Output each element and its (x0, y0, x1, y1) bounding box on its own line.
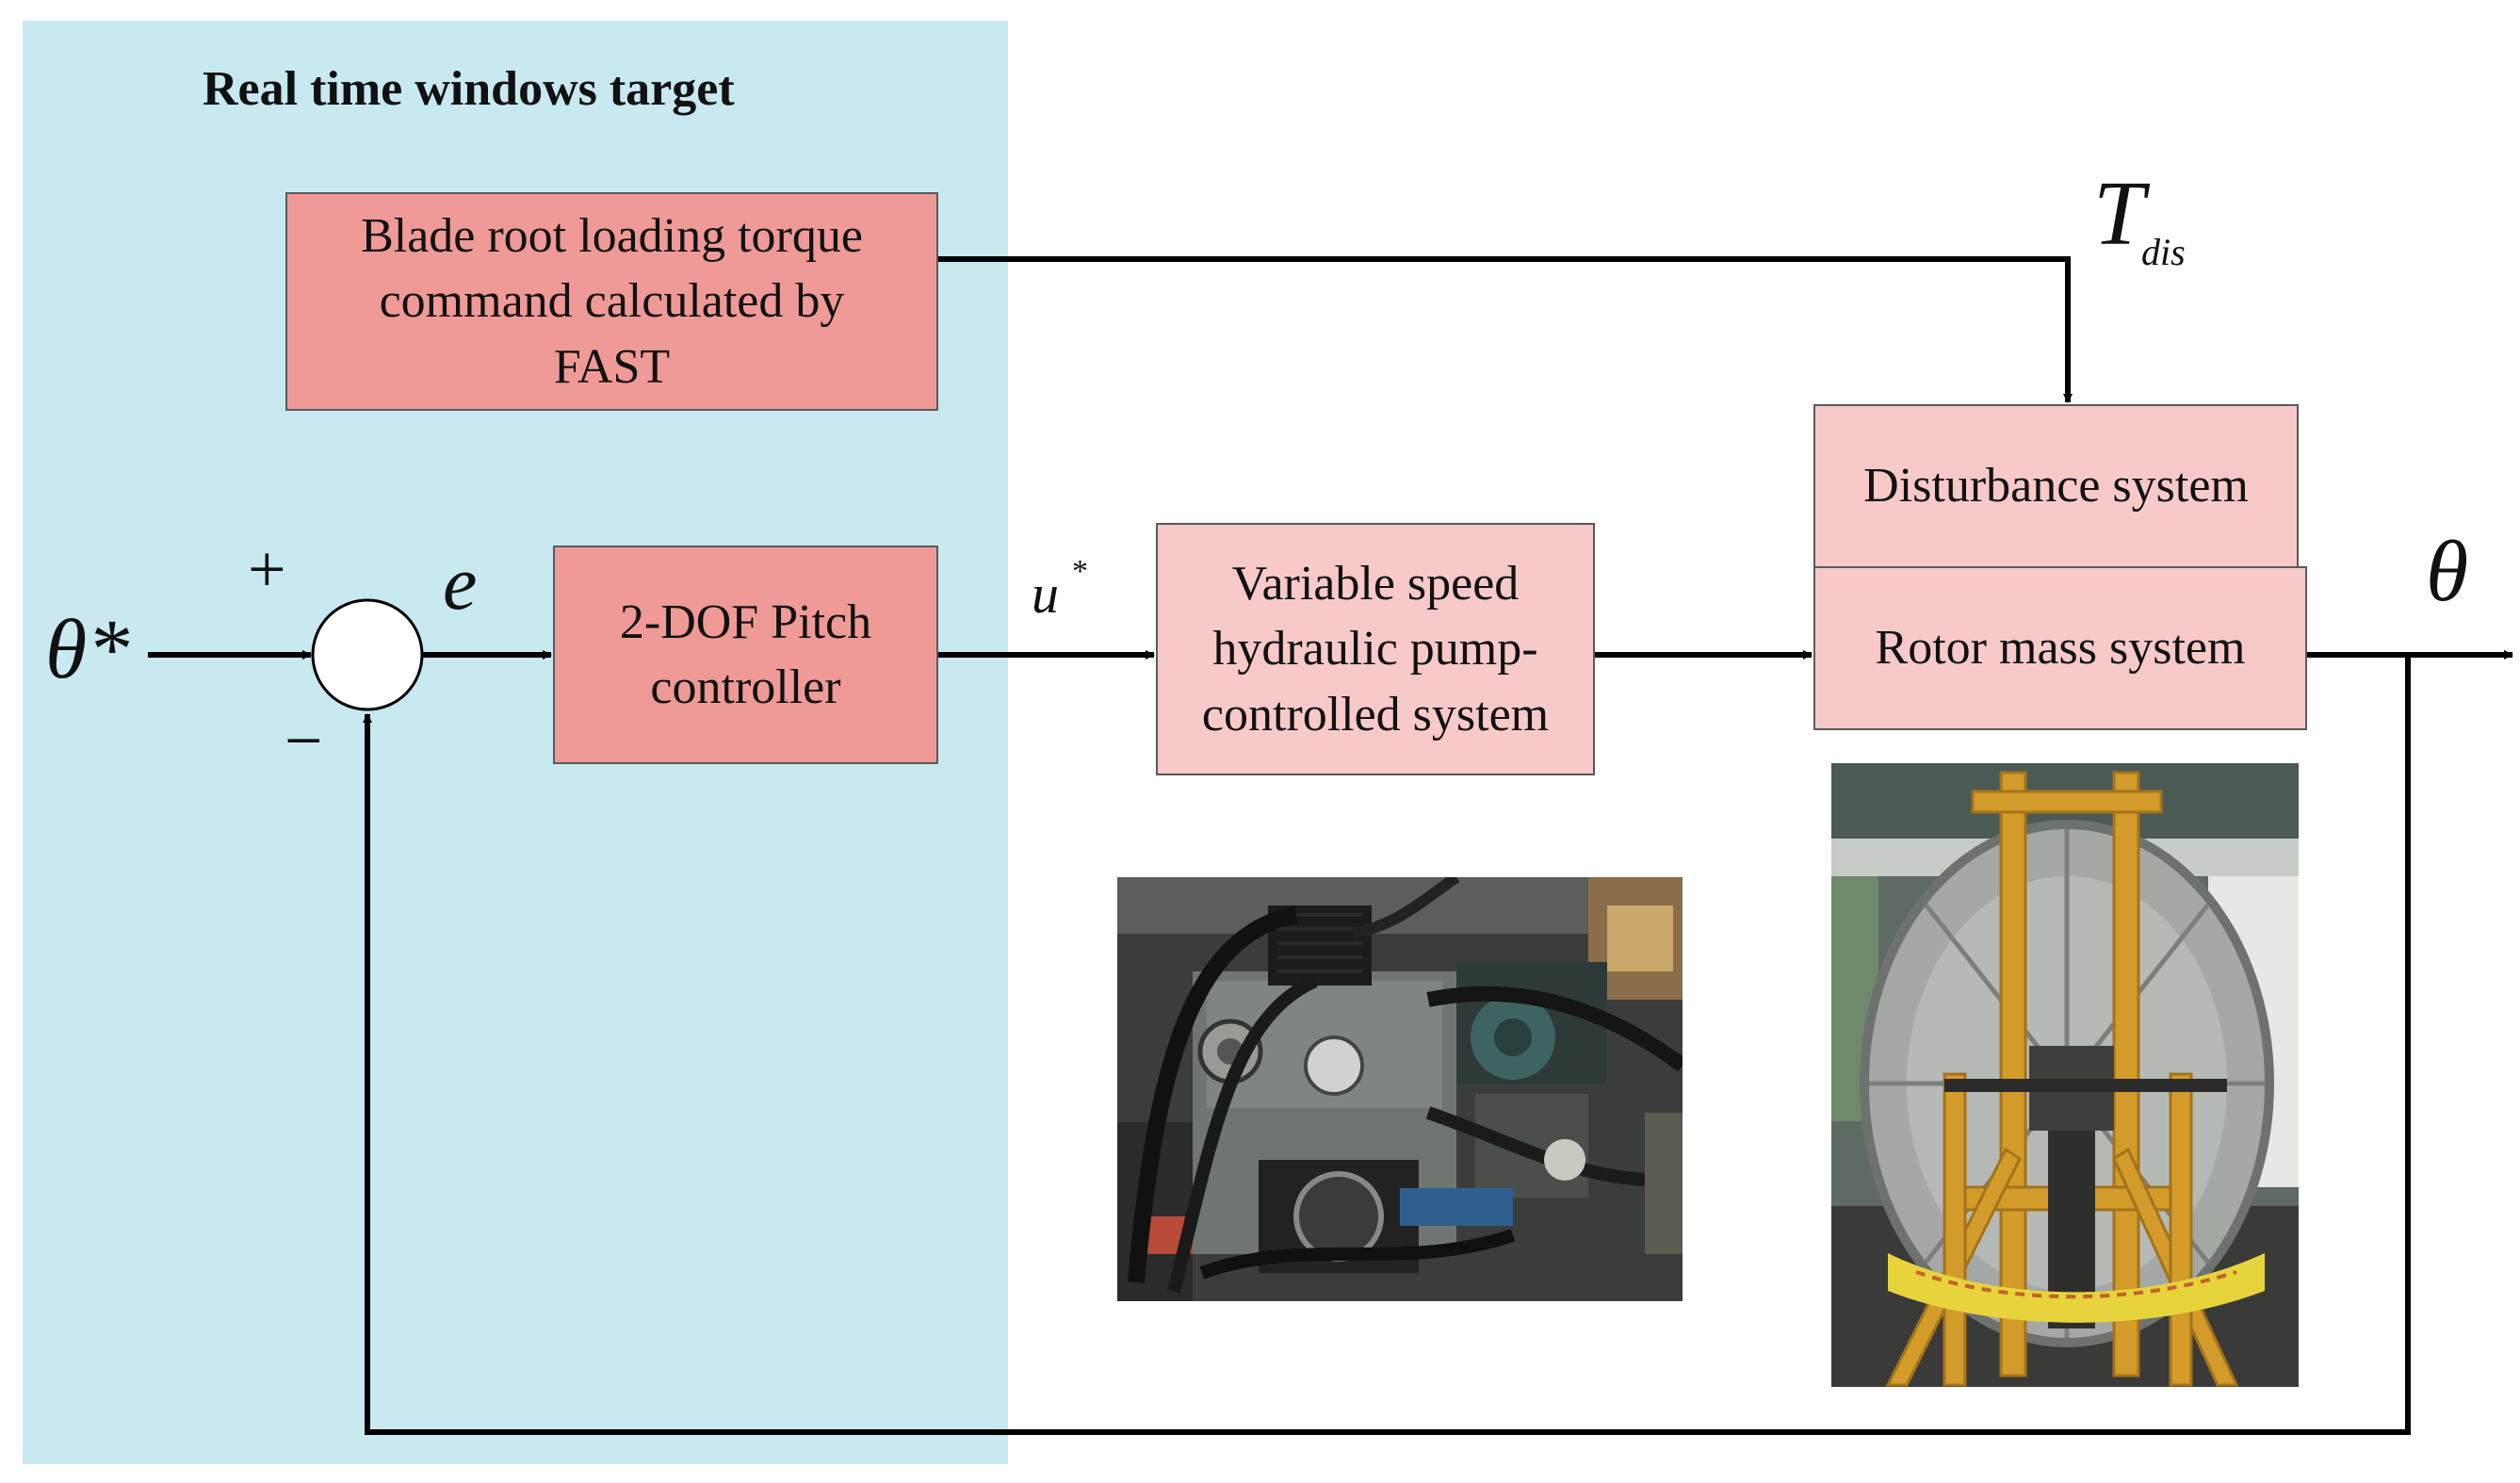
reference-theta-label: θ* (45, 603, 130, 696)
rotor-mass-system-block: Rotor mass system (1813, 566, 2307, 730)
fast-torque-block: Blade root loading torque command calcul… (285, 192, 938, 411)
fast-block-line-2: command calculated by (379, 274, 845, 329)
disturbance-block-label: Disturbance system (1863, 459, 2249, 513)
disturbance-T-label: T (2093, 163, 2145, 265)
disturbance-dis-subscript: dis (2141, 231, 2186, 273)
controller-block-line-1: 2-DOF Pitch (619, 595, 872, 649)
error-label: e (443, 540, 478, 626)
hydraulic-pump-photo (1117, 877, 1683, 1301)
pump-block-line-3: controlled system (1201, 687, 1550, 742)
plus-sign: + (248, 531, 286, 607)
hydraulic-pump-block: Variable speed hydraulic pump- controlle… (1156, 523, 1595, 775)
fast-block-line-1: Blade root loading torque (361, 209, 863, 264)
hydraulic-pump-photo-art (1117, 877, 1683, 1301)
pump-block-line-1: Variable speed (1231, 557, 1520, 611)
controller-block-line-2: controller (650, 660, 841, 714)
disturbance-wire (938, 256, 2073, 403)
rotor-mass-photo-art (1831, 763, 2299, 1387)
output-theta-label: θ (2426, 523, 2469, 619)
rotor-mass-photo (1831, 763, 2299, 1387)
pump-block-line-2: hydraulic pump- (1212, 622, 1538, 676)
summing-junction (311, 598, 424, 711)
fast-block-line-3: FAST (553, 339, 671, 394)
control-u-label: u (1032, 563, 1059, 625)
rotor-block-label: Rotor mass system (1875, 621, 2246, 676)
pitch-controller-block: 2-DOF Pitch controller (553, 546, 938, 764)
minus-sign: − (285, 703, 323, 778)
region-title: Real time windows target (203, 62, 735, 116)
feedback-wire (363, 655, 2411, 1435)
control-u-star: * (1072, 554, 1088, 589)
